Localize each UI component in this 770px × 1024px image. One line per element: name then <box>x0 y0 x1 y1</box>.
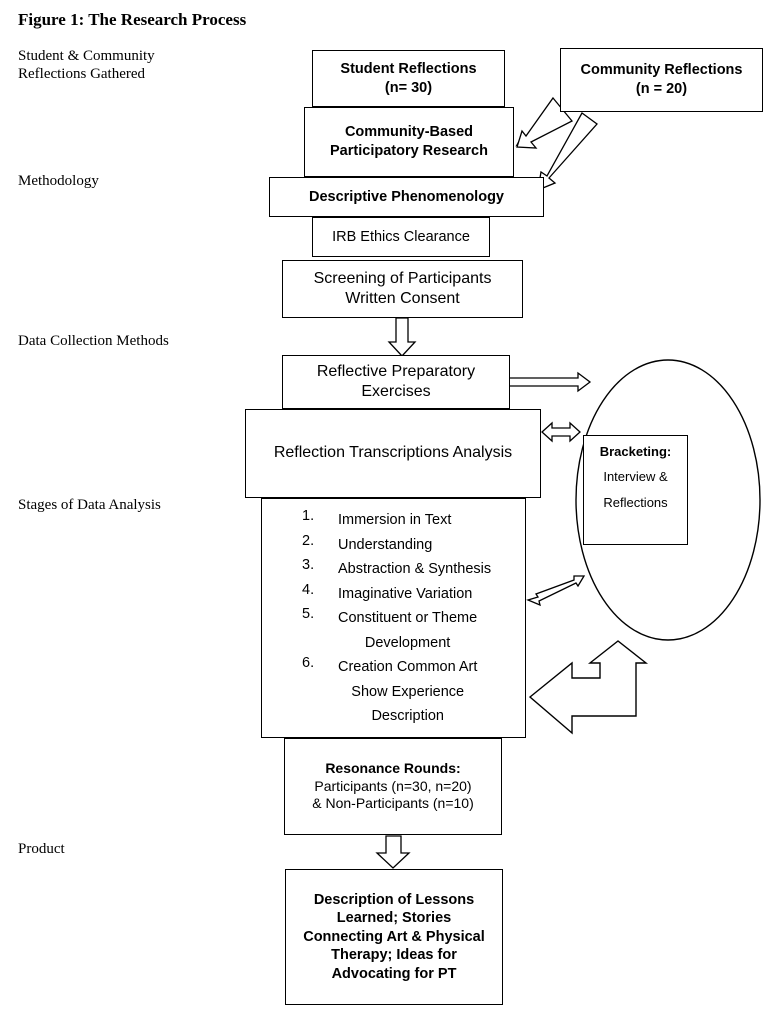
reflective-exercises-line-2: Exercises <box>361 383 431 400</box>
resonance-line-1: Participants (n=30, n=20) <box>314 777 472 794</box>
analysis-steps-box: 1. Immersion in Text 2. Understanding 3. Abst… <box>261 498 526 738</box>
reflective-exercises-line-1: Reflective Preparatory <box>316 362 476 380</box>
product-line-2: Learned; Stories <box>336 910 452 927</box>
community-reflections-box: Community Reflections (n = 20) <box>560 48 763 112</box>
analysis-step-line: Show Experience <box>351 683 465 700</box>
community-to-phenomenology-arrow <box>537 112 598 192</box>
resonance-to-product-arrow <box>375 835 411 869</box>
bracketing-line-2: Reflections <box>603 495 668 511</box>
community-reflections-count: (n = 20) <box>635 81 688 97</box>
bracketing-box: Bracketing: Interview & Reflections <box>583 435 688 545</box>
analysis-step-line: Description <box>371 708 444 724</box>
analysis-bracketing-double-arrow <box>526 575 586 607</box>
product-line-4: Therapy; Ideas for <box>331 947 457 964</box>
stage-label-reflections-line-2: Reflections Gathered <box>18 66 146 83</box>
resonance-title: Resonance Rounds: <box>325 759 461 776</box>
analysis-step-number: 4. <box>302 581 315 598</box>
student-reflections-box: Student Reflections (n= 30) <box>312 50 505 107</box>
analysis-step-line: Immersion in Text <box>338 512 452 528</box>
analysis-step-text: Abstraction & Synthesis <box>338 557 491 582</box>
community-reflections-title: Community Reflections <box>580 62 743 79</box>
analysis-step-text: Immersion in Text <box>338 508 451 533</box>
stage-label-methodology: Methodology <box>18 173 99 189</box>
screening-box: Screening of Participants Written Consen… <box>282 260 523 318</box>
analysis-step-number: 6. <box>302 655 315 671</box>
screening-line-1: Screening of Participants <box>313 269 492 287</box>
stage-label-data-analysis: Stages of Data Analysis <box>18 497 161 513</box>
transcriptions-label: Reflection Transcriptions Analysis <box>273 444 513 462</box>
transcriptions-box: Reflection Transcriptions Analysis <box>245 409 541 498</box>
product-line-1: Description of Lessons <box>313 891 475 908</box>
analysis-step-number: 5. <box>302 606 315 622</box>
analysis-step-number: 2. <box>302 532 315 549</box>
analysis-to-bracketing-bent-arrow <box>528 640 649 735</box>
analysis-step-line: Creation Common Art <box>338 659 478 675</box>
product-line-3: Connecting Art & Physical <box>303 928 485 945</box>
irb-label: IRB Ethics Clearance <box>332 228 470 245</box>
analysis-step-line: Imaginative Variation <box>338 585 473 602</box>
analysis-step-text: Understanding <box>338 533 432 558</box>
analysis-step-text: Imaginative Variation <box>338 582 472 607</box>
student-reflections-title: Student Reflections <box>340 60 477 77</box>
stage-label-data-collection: Data Collection Methods <box>18 333 169 349</box>
stage-label-reflections-line-1: Student & Community <box>18 48 155 64</box>
reflective-exercises-box: Reflective Preparatory Exercises <box>282 355 510 409</box>
phenomenology-box: Descriptive Phenomenology <box>269 177 544 217</box>
analysis-step-line: Constituent or Theme <box>338 610 478 626</box>
student-reflections-count: (n= 30) <box>384 79 433 96</box>
irb-box: IRB Ethics Clearance <box>312 217 490 257</box>
analysis-step-line: Development <box>364 634 451 651</box>
figure-title: Figure 1: The Research Process <box>18 10 247 29</box>
bracketing-line-1: Interview & <box>603 468 668 484</box>
community-to-cbpr-arrow <box>516 96 574 149</box>
cbpr-box: Community-Based Participatory Research <box>304 107 514 177</box>
screening-line-2: Written Consent <box>345 290 460 307</box>
cbpr-line-1: Community-Based <box>344 124 474 141</box>
analysis-step-line: Abstraction & Synthesis <box>338 561 492 577</box>
transcriptions-bracketing-double-arrow <box>541 421 581 443</box>
resonance-line-2: & Non-Participants (n=10) <box>312 795 474 812</box>
bracketing-title: Bracketing: <box>599 444 672 459</box>
exercises-bracketing-double-arrow <box>494 371 592 393</box>
analysis-step-number: 3. <box>302 557 315 573</box>
cbpr-line-2: Participatory Research <box>330 143 488 159</box>
phenomenology-label: Descriptive Phenomenology <box>309 188 504 205</box>
stage-label-reflections: Student & Community Reflections Gathered <box>18 47 155 84</box>
resonance-rounds-box: Resonance Rounds: Participants (n=30, n=… <box>284 738 502 835</box>
analysis-steps-list: 1. Immersion in Text 2. Understanding 3. Abst… <box>302 508 522 733</box>
product-box: Description of Lessons Learned; Stories … <box>285 869 503 1005</box>
screening-to-exercises-arrow <box>387 317 417 357</box>
analysis-step-line: Understanding <box>338 536 433 553</box>
stage-label-product: Product <box>18 841 65 857</box>
product-line-5: Advocating for PT <box>331 965 457 982</box>
analysis-step-number: 1. <box>302 508 315 524</box>
